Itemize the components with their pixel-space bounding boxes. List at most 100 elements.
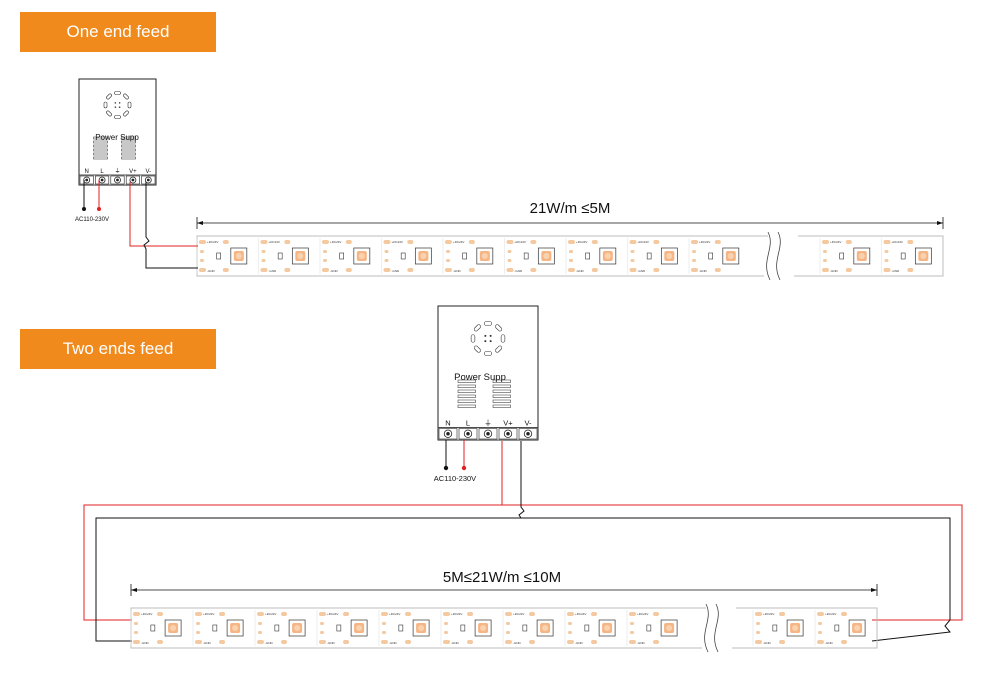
- pad-label-plus: +DC24V: [637, 612, 648, 616]
- fan-slot: [106, 110, 112, 117]
- solder-pad: [467, 612, 474, 616]
- pad-label-minus: -GND: [825, 641, 833, 645]
- terminal-label: V-: [145, 169, 151, 175]
- pad-mark: [258, 622, 262, 625]
- solder-pad: [506, 268, 514, 272]
- pad-mark: [884, 250, 889, 253]
- vent-bar: [121, 144, 136, 148]
- pad-label-plus: +DC24V: [207, 240, 218, 244]
- led-core: [604, 253, 611, 259]
- fan-dot: [489, 334, 492, 337]
- fan-dot: [484, 340, 487, 343]
- solder-pad: [653, 612, 660, 616]
- solder-pad: [629, 612, 636, 616]
- pad-label-minus: -GND: [763, 641, 771, 645]
- pad-mark: [384, 259, 389, 262]
- pad-label-plus: +DC24V: [830, 240, 841, 244]
- solder-pad: [691, 240, 698, 244]
- solder-pad: [319, 640, 326, 644]
- fan-dot: [489, 340, 492, 343]
- solder-pad: [219, 640, 226, 644]
- resistor: [339, 252, 344, 260]
- resistor: [277, 252, 283, 260]
- vent-bar: [93, 156, 108, 160]
- fan-slot: [114, 115, 121, 119]
- pad-mark: [818, 631, 822, 634]
- vent-bar: [457, 404, 476, 408]
- pad-label-minus: -GND: [699, 269, 707, 273]
- resistor: [834, 624, 840, 632]
- vent-bar: [457, 389, 476, 393]
- solder-pad: [568, 268, 575, 272]
- vent-bar: [93, 144, 108, 148]
- pad-mark: [569, 250, 573, 253]
- led-core: [727, 253, 734, 259]
- pad-label-minus: -GND: [392, 269, 400, 273]
- led-core: [358, 253, 365, 259]
- solder-pad: [591, 240, 598, 244]
- resistor: [522, 624, 528, 632]
- resistor: [216, 252, 221, 260]
- fan-slot: [473, 345, 481, 353]
- pad-label-minus: -GND: [207, 269, 215, 273]
- vent-bar: [457, 394, 476, 398]
- solder-pad: [653, 640, 660, 644]
- vent-bar: [457, 384, 476, 388]
- pad-mark: [568, 631, 572, 634]
- pad-mark: [446, 259, 450, 262]
- led-core: [418, 625, 425, 631]
- resistor: [584, 624, 590, 632]
- vent-bar: [93, 152, 108, 156]
- fan-slot: [500, 334, 506, 343]
- led-core: [604, 625, 611, 631]
- solder-pad: [157, 640, 164, 644]
- pad-mark: [823, 259, 827, 262]
- pad-label-minus: -GND: [892, 269, 900, 273]
- vent-bar: [492, 379, 511, 383]
- strip-break-mark: [776, 231, 781, 281]
- solder-pad: [281, 640, 288, 644]
- pad-label-minus: -GND: [265, 641, 273, 645]
- resistor: [150, 624, 156, 632]
- pad-mark: [196, 622, 200, 625]
- resistor: [523, 252, 529, 260]
- pad-label-plus: +DC24V: [699, 240, 710, 244]
- solder-pad: [405, 640, 412, 644]
- fan-slot: [114, 91, 121, 95]
- solder-pad: [779, 640, 786, 644]
- led-strip-one-end: +DC24V -GND +DC24V -GND +DC24V -GND +DC24V -GND…: [196, 231, 944, 281]
- led-core: [480, 625, 487, 631]
- pad-label-minus: -GND: [389, 641, 397, 645]
- terminal-screw-center: [486, 432, 490, 436]
- pad-mark: [323, 259, 327, 262]
- pad-label-plus: +DC24V: [203, 612, 214, 616]
- pad-mark: [382, 631, 386, 634]
- pad-mark: [569, 259, 573, 262]
- led-core: [294, 625, 301, 631]
- solder-pad: [222, 240, 229, 244]
- pad-mark: [384, 250, 389, 253]
- led-core: [542, 625, 549, 631]
- resistor: [212, 624, 218, 632]
- pad-label-plus: +DC24V: [392, 240, 403, 244]
- solder-pad: [629, 240, 637, 244]
- terminal-label: N: [85, 169, 89, 175]
- solder-pad: [443, 612, 450, 616]
- fan-slot: [127, 101, 132, 109]
- solder-pad: [653, 268, 660, 272]
- vent-bar: [121, 148, 136, 152]
- pad-mark: [692, 259, 696, 262]
- terminal-screw-center: [446, 432, 450, 436]
- strip-break-mark: [714, 603, 719, 653]
- solder-pad: [407, 240, 414, 244]
- solder-pad: [629, 268, 637, 272]
- solder-pad: [653, 240, 660, 244]
- solder-pad: [529, 640, 536, 644]
- pad-mark: [818, 622, 822, 625]
- strip-break-mark: [766, 231, 771, 281]
- resistor: [839, 252, 844, 260]
- led-core: [792, 625, 799, 631]
- solder-pad: [343, 612, 350, 616]
- pad-label-minus: -GND: [638, 269, 646, 273]
